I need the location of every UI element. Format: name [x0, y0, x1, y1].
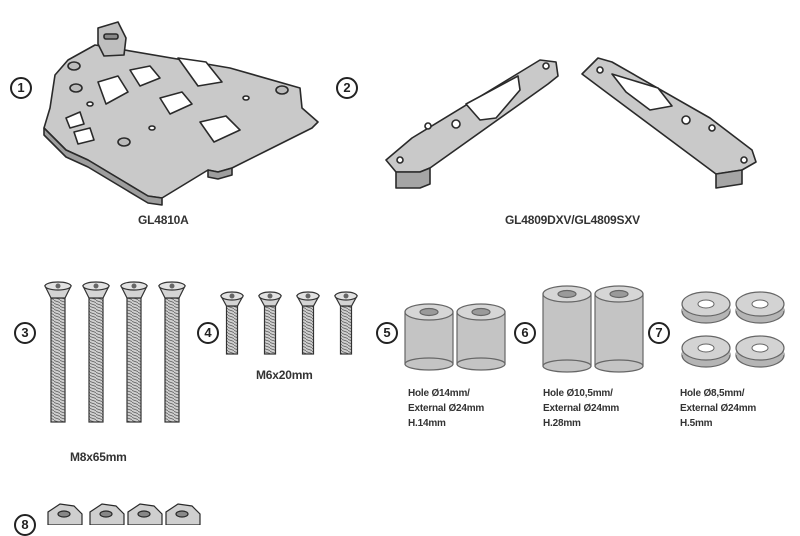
part-4-label: M6x20mm	[256, 368, 313, 382]
part-7-spec-line: External Ø24mm	[680, 403, 757, 414]
part-5-spec-line: H.14mm	[408, 418, 446, 429]
long-bolt	[158, 281, 186, 423]
short-bolt	[333, 291, 359, 355]
part-5-spec: Hole Ø14mm/ External Ø24mm H.14mm	[408, 386, 484, 431]
part-2-number: 2	[336, 77, 358, 99]
parts-illustration	[43, 21, 785, 526]
part-6-spec-line: External Ø24mm	[543, 403, 620, 414]
part-7-number: 7	[648, 322, 670, 344]
long-bolts-image	[44, 281, 186, 423]
part-7-spec: Hole Ø8,5mm/ External Ø24mm H.5mm	[680, 386, 756, 431]
washer	[681, 291, 731, 324]
rack-plate-image	[43, 21, 319, 206]
long-bolt	[44, 281, 72, 423]
washers-5mm-image	[681, 291, 785, 368]
part-1-number: 1	[10, 77, 32, 99]
part-4-number: 4	[197, 322, 219, 344]
spacers-28mm-image	[542, 285, 644, 373]
part-6-spec-line: Hole Ø10,5mm/	[543, 388, 613, 399]
short-bolt	[257, 291, 283, 355]
part-5-spec-line: External Ø24mm	[408, 403, 485, 414]
side-bracket-left-image	[385, 59, 559, 189]
long-bolt	[82, 281, 110, 423]
part-7-spec-line: Hole Ø8,5mm/	[680, 388, 745, 399]
part-2-label: GL4809DXV/GL4809SXV	[505, 213, 640, 227]
washer	[735, 335, 785, 368]
washer	[735, 291, 785, 324]
nuts-image	[47, 503, 201, 526]
short-bolts-image	[219, 291, 359, 355]
part-6-spec: Hole Ø10,5mm/ External Ø24mm H.28mm	[543, 386, 619, 431]
short-bolt	[219, 291, 245, 355]
part-3-label: M8x65mm	[70, 450, 127, 464]
part-8-number: 8	[14, 514, 36, 536]
parts-diagram	[43, 21, 785, 526]
part-6-number: 6	[514, 322, 536, 344]
part-6-spec-line: H.28mm	[543, 418, 581, 429]
part-7-spec-line: H.5mm	[680, 418, 713, 429]
spacers-14mm-image	[404, 303, 506, 371]
part-1-label: GL4810A	[138, 213, 189, 227]
short-bolt	[295, 291, 321, 355]
part-3-number: 3	[14, 322, 36, 344]
part-5-number: 5	[376, 322, 398, 344]
part-5-spec-line: Hole Ø14mm/	[408, 388, 470, 399]
washer	[681, 335, 731, 368]
side-bracket-right-image	[581, 57, 757, 189]
long-bolt	[120, 281, 148, 423]
